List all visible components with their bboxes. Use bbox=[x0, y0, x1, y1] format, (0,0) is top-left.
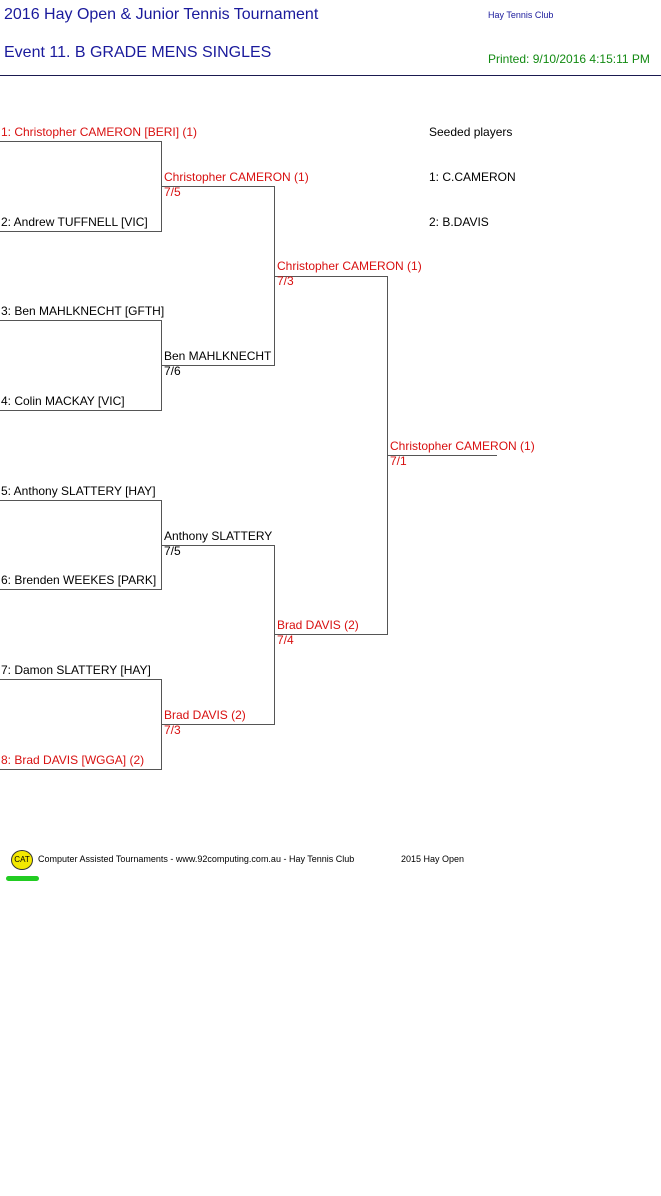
cat-logo-icon: CAT bbox=[11, 850, 33, 870]
qf-line-1 bbox=[161, 186, 275, 187]
tournament-title: 2016 Hay Open & Junior Tennis Tournament bbox=[4, 6, 319, 23]
qf-score-3: 7/5 bbox=[164, 544, 181, 558]
printed-timestamp: Printed: 9/10/2016 4:15:11 PM bbox=[488, 52, 650, 66]
r1-line-6 bbox=[0, 589, 162, 590]
r1-line-5 bbox=[0, 500, 162, 501]
sf-score-1: 7/3 bbox=[277, 274, 294, 288]
sf-line-1 bbox=[274, 276, 388, 277]
player-entry-7: 7: Damon SLATTERY [HAY] bbox=[1, 663, 151, 677]
cat-logo-underline bbox=[6, 876, 39, 881]
qf-score-2: 7/6 bbox=[164, 364, 181, 378]
player-entry-3: 3: Ben MAHLKNECHT [GFTH] bbox=[1, 304, 165, 318]
qf-winner-1: Christopher CAMERON (1) bbox=[164, 170, 309, 184]
player-entry-2: 2: Andrew TUFFNELL [VIC] bbox=[1, 215, 148, 229]
r1-line-1 bbox=[0, 141, 162, 142]
footer-credit: Computer Assisted Tournaments - www.92co… bbox=[38, 854, 355, 864]
final-line bbox=[387, 455, 497, 456]
r1-line-3 bbox=[0, 320, 162, 321]
qf-winner-4: Brad DAVIS (2) bbox=[164, 708, 246, 722]
final-winner: Christopher CAMERON (1) bbox=[390, 439, 535, 453]
r1-line-8 bbox=[0, 769, 162, 770]
seed-item-2: 2: B.DAVIS bbox=[429, 215, 489, 229]
cat-logo-text: CAT bbox=[14, 855, 30, 864]
r1-line-2 bbox=[0, 231, 162, 232]
qf-winner-2: Ben MAHLKNECHT bbox=[164, 349, 272, 363]
player-entry-5: 5: Anthony SLATTERY [HAY] bbox=[1, 484, 156, 498]
sf-winner-1: Christopher CAMERON (1) bbox=[277, 259, 422, 273]
r1-line-4 bbox=[0, 410, 162, 411]
qf-winner-3: Anthony SLATTERY bbox=[164, 529, 273, 543]
player-entry-6: 6: Brenden WEEKES [PARK] bbox=[1, 573, 157, 587]
r1-line-7 bbox=[0, 679, 162, 680]
qf-connector-2 bbox=[274, 545, 275, 725]
seed-item-1: 1: C.CAMERON bbox=[429, 170, 516, 184]
qf-line-4 bbox=[161, 724, 275, 725]
sf-winner-2: Brad DAVIS (2) bbox=[277, 618, 359, 632]
footer-event: 2015 Hay Open bbox=[401, 854, 465, 864]
header-divider bbox=[0, 75, 661, 76]
qf-score-1: 7/5 bbox=[164, 185, 181, 199]
qf-line-2 bbox=[161, 365, 275, 366]
final-score: 7/1 bbox=[390, 454, 407, 468]
player-entry-1: 1: Christopher CAMERON [BERI] (1) bbox=[1, 125, 198, 139]
qf-line-3 bbox=[161, 545, 275, 546]
club-name: Hay Tennis Club bbox=[488, 10, 554, 20]
event-title: Event 11. B GRADE MENS SINGLES bbox=[4, 44, 272, 61]
qf-score-4: 7/3 bbox=[164, 723, 181, 737]
player-entry-4: 4: Colin MACKAY [VIC] bbox=[1, 394, 125, 408]
seeds-heading: Seeded players bbox=[429, 125, 513, 139]
sf-line-2 bbox=[274, 634, 388, 635]
player-entry-8: 8: Brad DAVIS [WGGA] (2) bbox=[1, 753, 145, 767]
sf-score-2: 7/4 bbox=[277, 633, 294, 647]
